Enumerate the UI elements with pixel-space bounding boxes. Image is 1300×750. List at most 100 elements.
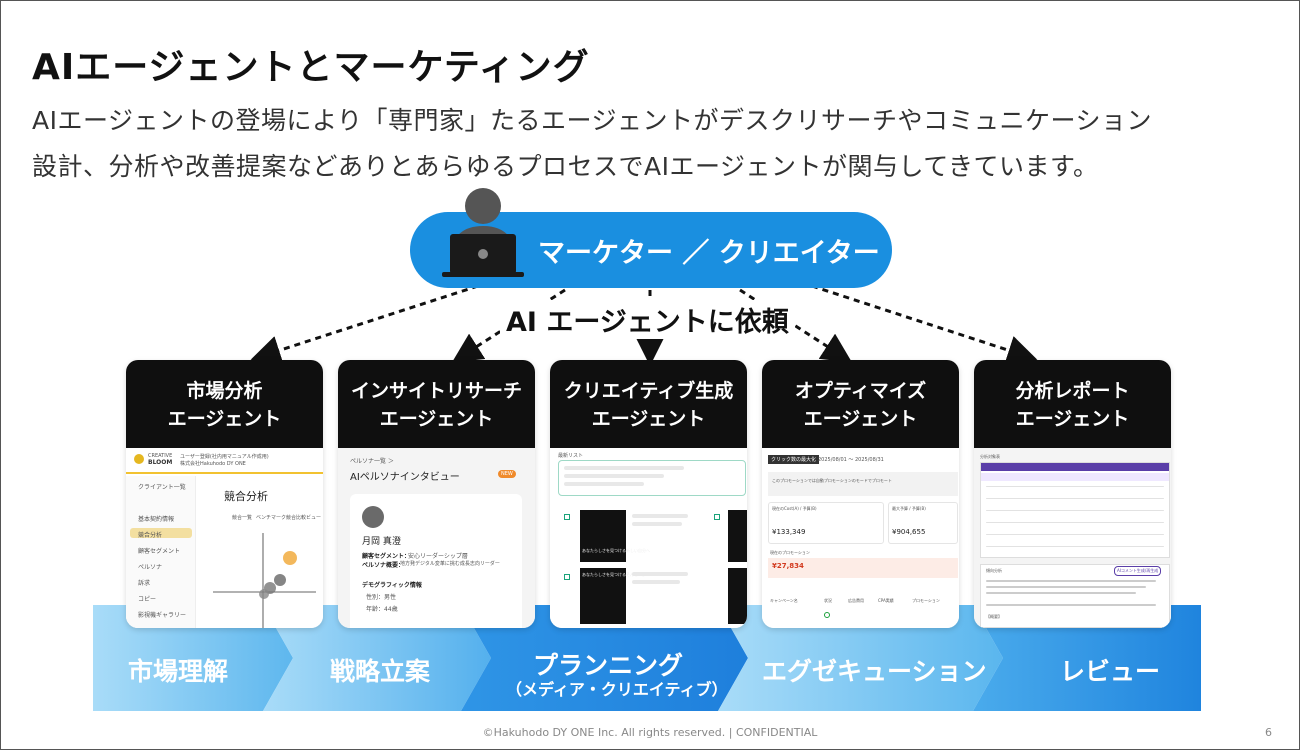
agent-card-insight-research: インサイトリサーチ エージェント ペルソナ一覧 ＞ AIペルソナインタビュー N… [338, 360, 535, 628]
sidebar-item[interactable]: 競合分析 [138, 532, 163, 539]
metric-label: 現在のCost(A) / 予算(B) [772, 506, 817, 511]
objective-tag: クリック数の最大化 [768, 455, 820, 464]
creative-desc-line [632, 522, 682, 526]
notes-label: 【概要】 [986, 614, 1002, 619]
stage-2-shape [263, 605, 491, 711]
stage-1-label: 市場理解 [128, 657, 229, 686]
creative-desc-line [632, 580, 680, 584]
agent-card-header: クリエイティブ生成 エージェント [550, 360, 747, 448]
status-icon [824, 612, 830, 618]
report-row [986, 534, 1164, 535]
app-header [126, 448, 323, 474]
sidebar-item[interactable]: 訴求 [138, 580, 151, 587]
table-header: プロモーション [912, 598, 940, 603]
message-box [768, 472, 958, 496]
analysis-line [986, 586, 1146, 588]
agent-screen-insight-research: ペルソナ一覧 ＞ AIペルソナインタビュー NEW 月岡 真澄 顧客セグメント：… [338, 448, 535, 628]
subtitle-line-2: 設計、分析や改善提案などありとあらゆるプロセスでAIエージェントが関与してきてい… [32, 152, 1099, 181]
promo-label: 現在のプロモーション [770, 550, 810, 555]
stage-4-shape [718, 605, 1003, 711]
agent-suffix: エージェント [591, 408, 706, 430]
agent-suffix: エージェント [379, 408, 494, 430]
ai-comment-button[interactable]: AIコメント生成/再生成 [1114, 566, 1162, 576]
creative-desc-line [632, 572, 688, 576]
creative-thumbnail[interactable] [728, 510, 747, 562]
sidebar-item[interactable]: クライアント一覧 [138, 484, 186, 491]
stage-3-sublabel: （メディア・クリエイティブ） [506, 680, 728, 699]
summary-label: ペルソナ概要： [362, 562, 405, 569]
sidebar-active-highlight [130, 528, 192, 538]
footer-copyright: ©Hakuhodo DY ONE Inc. All rights reserve… [482, 726, 818, 739]
creative-desc-line [632, 514, 688, 518]
creative-thumbnail[interactable] [580, 568, 626, 624]
stage-4-label: エグゼキューション [762, 657, 987, 686]
segment-label: 顧客セグメント： [362, 553, 411, 560]
page-number: 6 [1265, 726, 1272, 739]
process-stages-band [93, 605, 1201, 711]
list-label: 最新リスト [558, 453, 584, 459]
agent-screen-analysis-report: 分析対象表 傾向分析 AIコメント生成/再生成 【概要】 [974, 448, 1171, 628]
sidebar-item[interactable]: ペルソナ [138, 564, 163, 571]
demographics-heading: デモグラフィック情報 [362, 582, 422, 589]
agent-name: インサイトリサーチ [350, 380, 522, 402]
analysis-panel [980, 564, 1170, 628]
table-header: キャンペーン名 [770, 598, 798, 603]
analysis-line [986, 580, 1156, 582]
slide-title: AIエージェントとマーケティング [32, 47, 590, 88]
agent-card-header: 分析レポート エージェント [974, 360, 1171, 448]
creative-thumbnail[interactable] [728, 568, 747, 624]
agent-suffix: エージェント [1015, 408, 1130, 430]
prompt-line [564, 474, 664, 478]
slide-subtitle: AIエージェントの登場により「専門家」たるエージェントがデスクリサーチやコミュニ… [32, 98, 1272, 190]
person-with-laptop-icon [442, 188, 524, 277]
agent-card-market-analysis: 市場分析 エージェント CREATIVE BLOOM ユーザー登録(社内用マニュ… [126, 360, 323, 628]
tab[interactable]: 競合一覧 [232, 515, 253, 521]
page-heading: 競合分析 [224, 490, 268, 503]
sidebar-item[interactable]: 基本契約情報 [138, 516, 175, 523]
table-header: 状況 [824, 598, 832, 603]
stage-2-label: 戦略立案 [330, 657, 431, 686]
agent-screen-market-analysis: CREATIVE BLOOM ユーザー登録(社内用マニュアル作成用) 株式会社H… [126, 448, 323, 628]
demographic-item: 年齢：44歳 [366, 606, 398, 613]
period-text: 2025/08/01 〜 2025/08/31 [818, 457, 884, 463]
breadcrumb[interactable]: ペルソナ一覧 ＞ [350, 458, 394, 465]
prompt-line [564, 482, 644, 486]
sidebar-item[interactable]: コピー [138, 596, 157, 603]
checkbox[interactable] [564, 574, 570, 580]
logo-text-2: BLOOM [148, 459, 173, 466]
positioning-map [213, 533, 316, 628]
page-heading: AIペルソナインタビュー [350, 472, 460, 483]
new-badge: NEW [498, 470, 516, 478]
table-header: 広告費用 [848, 598, 864, 603]
report-row [986, 510, 1164, 511]
agent-name: 市場分析 [186, 380, 263, 402]
request-label: AI エージェントに依頼 [500, 300, 795, 339]
report-row [986, 522, 1164, 523]
header-text: ユーザー登録(社内用マニュアル作成用) [180, 454, 269, 460]
checkbox[interactable] [714, 514, 720, 520]
logo-mark-icon [134, 454, 144, 464]
sidebar-item[interactable]: 影視機ギャラリー [138, 612, 187, 619]
sidebar [126, 476, 196, 628]
agent-card-optimize: オプティマイズ エージェント クリック数の最大化 2025/08/01 〜 20… [762, 360, 959, 628]
table-heading: 分析対象表 [980, 454, 1000, 459]
demographic-item: 性別：男性 [366, 594, 397, 601]
agent-screen-optimize: クリック数の最大化 2025/08/01 〜 2025/08/31 このプロモー… [762, 448, 959, 628]
company-text: 株式会社Hakuhodo DY ONE [180, 461, 246, 467]
logo-text: CREATIVE [148, 453, 173, 459]
checkbox[interactable] [564, 514, 570, 520]
promo-value: ¥27,834 [772, 562, 804, 570]
report-row [986, 486, 1164, 487]
report-row [986, 498, 1164, 499]
creative-caption: あなたらしさを見つけるそんな一歩 [582, 572, 646, 577]
tab[interactable]: ベンチマーク競合比較ビュー [256, 515, 322, 521]
message-text: このプロモーションでは自動プロモーションのモードでプロモート [772, 478, 892, 483]
report-row [986, 546, 1164, 547]
analysis-line [986, 592, 1136, 594]
sidebar-item[interactable]: 顧客セグメント [138, 548, 181, 555]
agent-card-creative-generation: クリエイティブ生成 エージェント 最新リスト あなたらしさを見つける新しい自分へ… [550, 360, 747, 628]
stage-1-shape [93, 605, 293, 711]
creative-thumbnail[interactable] [580, 510, 626, 562]
agent-suffix: エージェント [167, 408, 282, 430]
promo-box [768, 558, 958, 578]
